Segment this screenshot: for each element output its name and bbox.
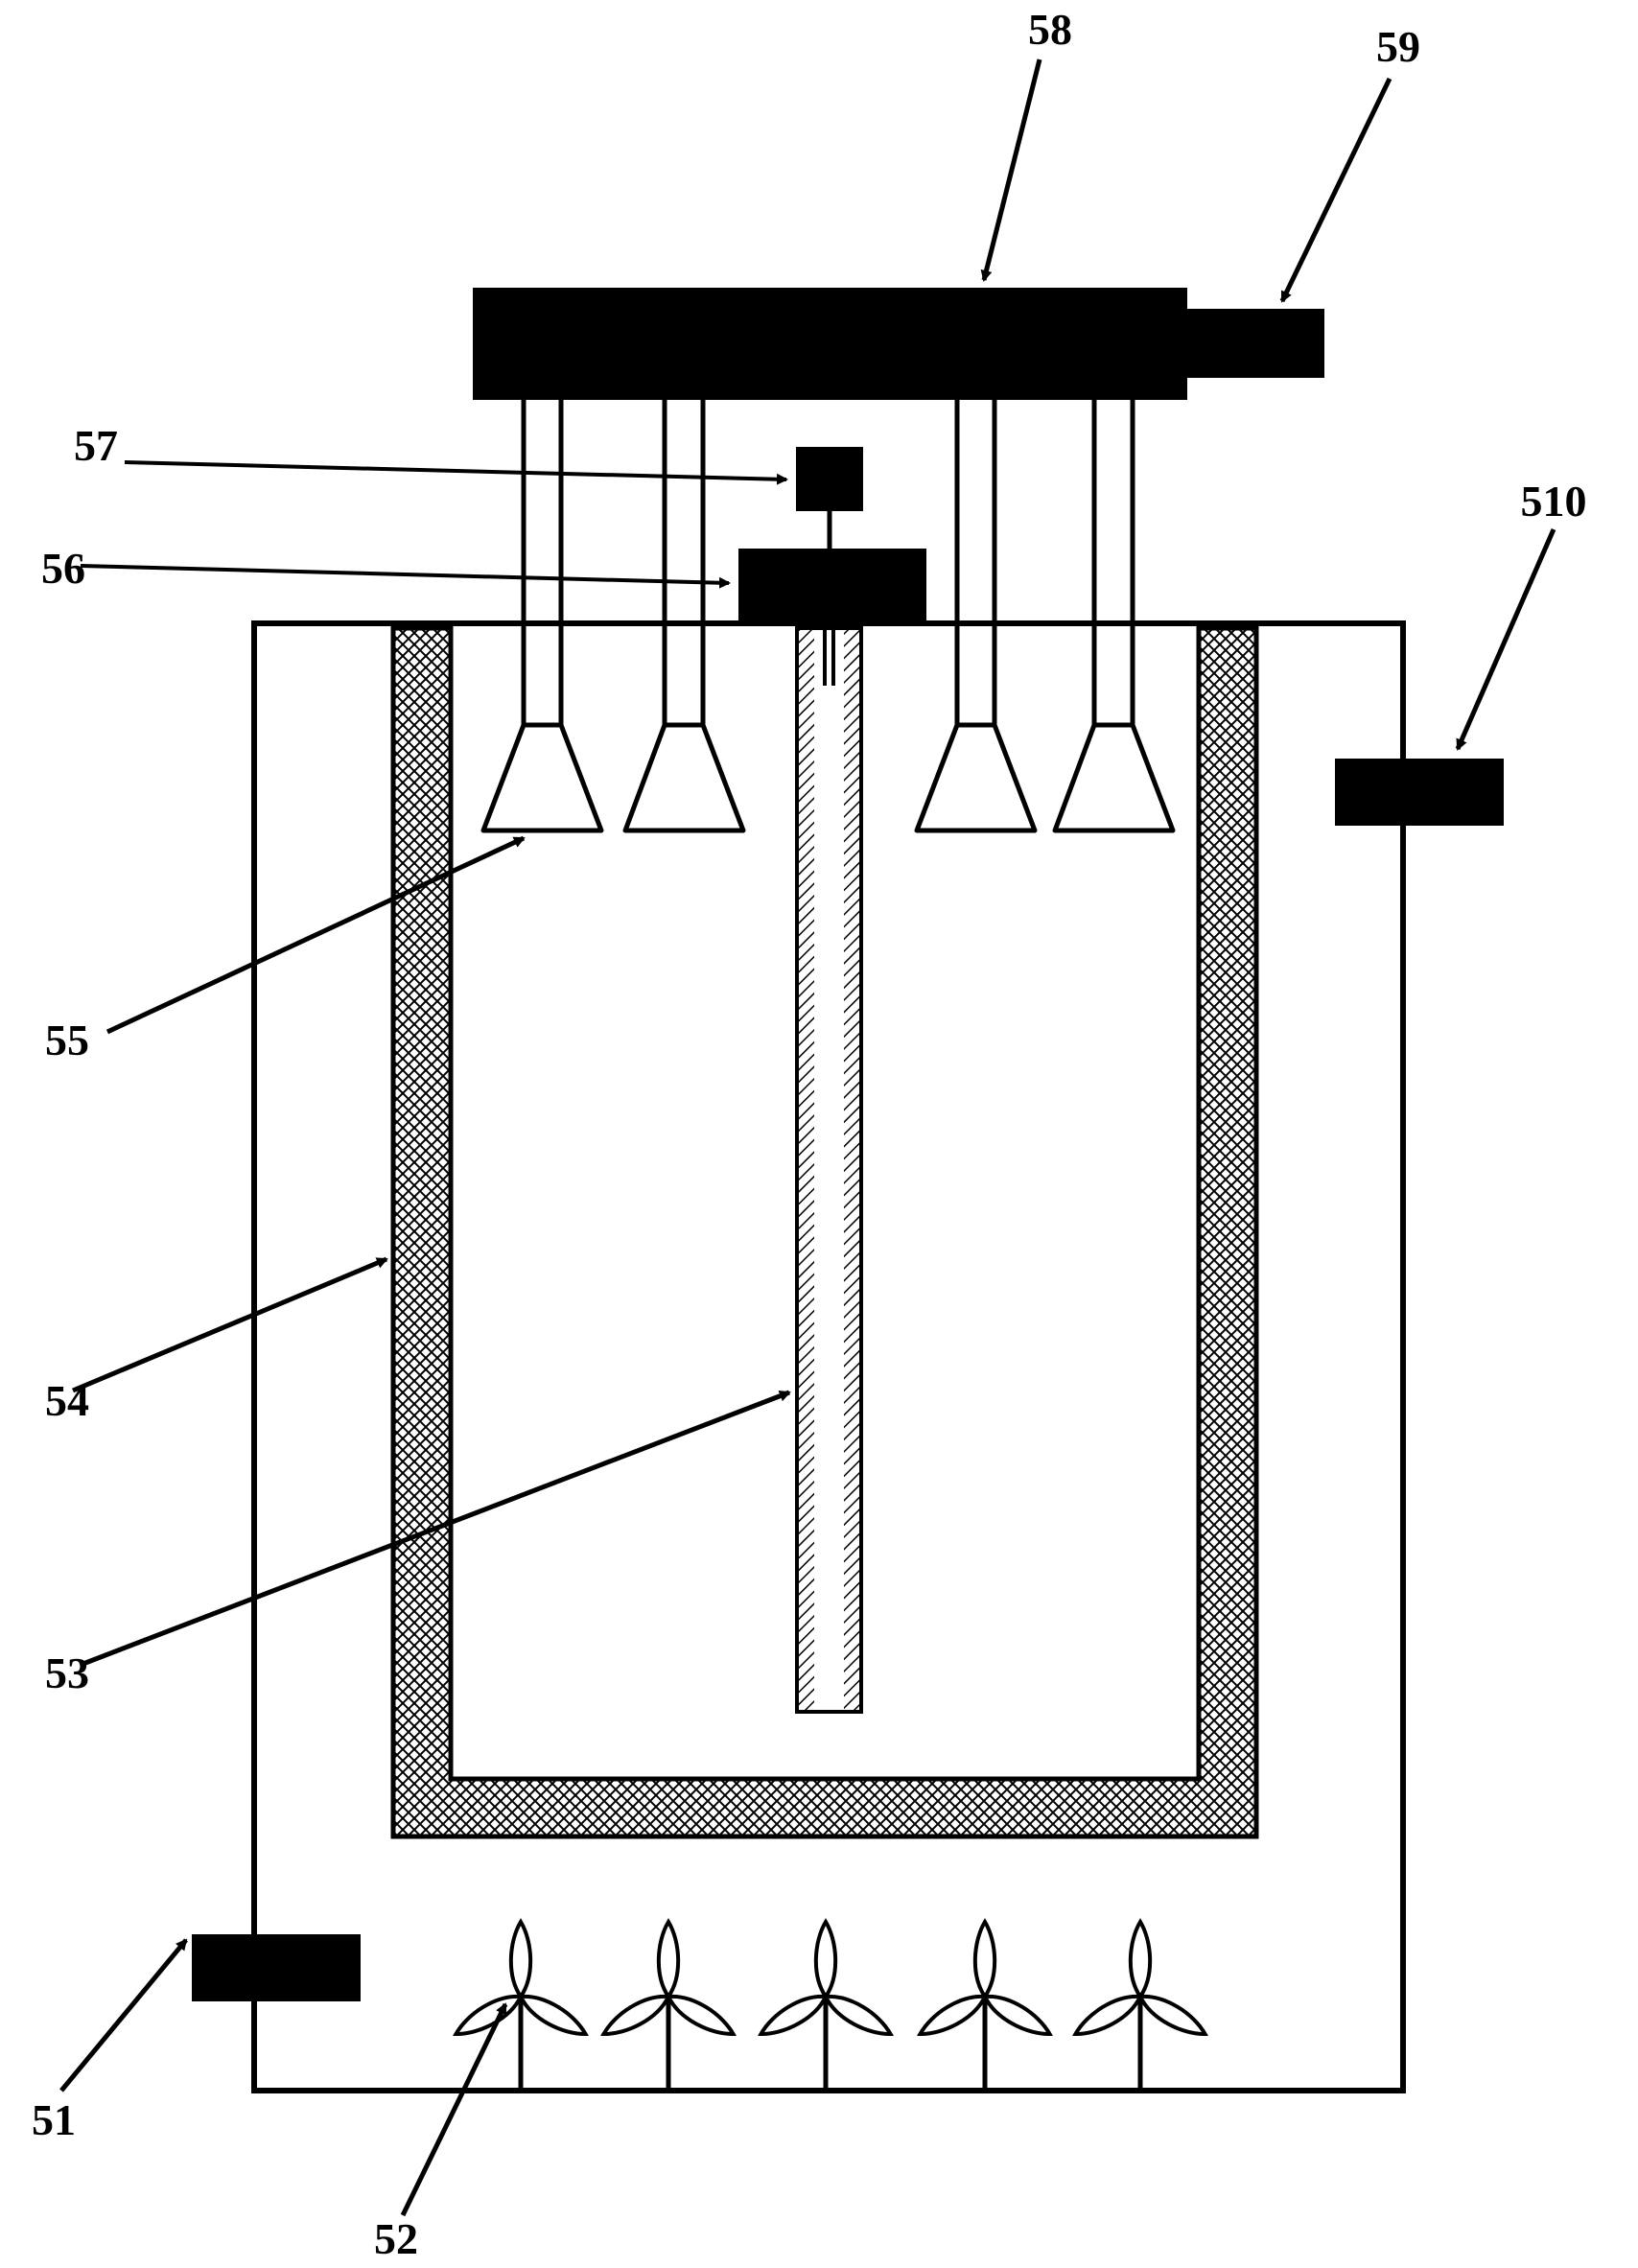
label-57: 57 [74, 421, 118, 470]
leader-55 [105, 835, 526, 1035]
leader-59 [1279, 77, 1392, 303]
leader-52 [400, 2002, 508, 2217]
fan-5 [1072, 1918, 1208, 2089]
label-59: 59 [1376, 22, 1420, 71]
fan-4 [917, 1918, 1053, 2089]
label-54: 54 [45, 1376, 89, 1425]
fan-row [453, 1918, 1208, 2089]
nozzle-1 [480, 400, 604, 833]
leader-54 [72, 1256, 388, 1393]
top-beam [473, 288, 1187, 400]
label-55: 55 [45, 1016, 89, 1064]
heating-rod-left-wall [799, 630, 814, 1710]
leader-53 [80, 1390, 791, 1668]
sensor-block [796, 447, 863, 511]
label-58: 58 [1028, 5, 1072, 54]
motor-block [1187, 309, 1324, 378]
leader-51 [59, 1938, 188, 2093]
nozzle-4 [1052, 400, 1176, 833]
leader-510 [1455, 527, 1556, 751]
insulation-liner [390, 625, 1259, 1839]
leader-57 [124, 460, 788, 485]
label-51: 51 [32, 2095, 76, 2144]
outlet-port [1335, 759, 1504, 826]
nozzle-3 [914, 400, 1038, 833]
mount-block [738, 549, 926, 623]
label-56: 56 [41, 544, 85, 593]
leader-58 [980, 58, 1042, 282]
label-53: 53 [45, 1648, 89, 1697]
leader-56 [80, 564, 731, 589]
nozzle-2 [622, 400, 746, 833]
inlet-port [192, 1934, 361, 2001]
label-52: 52 [374, 2214, 418, 2263]
label-510: 510 [1521, 477, 1587, 526]
fan-3 [758, 1918, 894, 2089]
heating-rod-right-wall [844, 630, 859, 1710]
fan-2 [600, 1918, 737, 2089]
